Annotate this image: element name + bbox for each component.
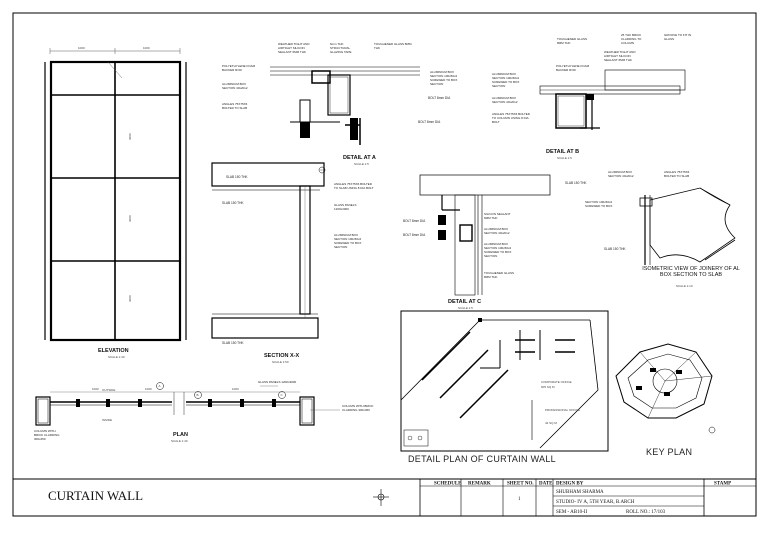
plan-glass-label: GLASS PANELS 1200x3000 [258,380,297,384]
detail-c-alum2-label: ALUMINIUM BOX SECTION 100x50x2 SCREWED T… [484,242,512,258]
detail-b-brick-label: 25 THK BRICK CLADDING TO COLUMN [621,33,642,45]
plan-marker-b: B [197,393,199,397]
elevation-dim-side-1: 3000 [128,133,132,140]
tb-stamp: STAMP [714,482,731,487]
detail-b-toughened-label: TOUGHENED GLASS 8MM THK [557,37,587,45]
iso-slab: SLAB 150 THK [604,247,626,251]
tb-roll: ROLL NO.: 17/103 [626,510,666,515]
plan-column-left-label: COLUMN WITH BRICK CLADDING 300x450 [34,429,60,441]
plan-scale: SCALE 1:40 [171,439,188,443]
title-block [13,478,756,516]
detail-b-scale: SCALE 1:5 [557,156,572,160]
section-slab-mid: SLAB 150 THK [222,201,244,205]
detail-b-angles-label: ANGLES 75X75X6 BOLTED TO COLUMN USING 8 … [492,112,530,124]
detail-c-silicon-label: SILICON SEALANT 6MM THK [484,212,511,220]
tb-sheet-no: 1 [518,497,521,502]
detail-a-scale: SCALE 1:5 [354,162,369,166]
section-glass-label: GLASS PANELS 1200x3000 [334,203,357,211]
section-slab-top: SLAB 150 THK [226,175,248,179]
detail-c-title: DETAIL AT C [448,299,481,305]
section-angles-label: ANGLES 75X75X6 BOLTED TO SLAB USING 8 DI… [334,182,374,190]
detail-b-alum2-label: ALUMINIUM BOX SECTION 40x20x2 [492,96,518,104]
detail-b-title: DETAIL AT B [546,149,579,155]
section-alum-label: ALUMINIUM BOX SECTION 100x50x2 SCREWED T… [334,233,362,249]
plan-dim-2: 1000 [145,387,152,391]
detail-plan-professional-area: 42 SQ M [545,421,557,425]
tb-student: SHUBHAM SHARMA [556,490,604,495]
tb-studio: STUDIO- IV A, 5TH YEAR, B.ARCH [556,500,635,505]
elevation-title: ELEVATION [98,348,129,354]
section-title: SECTION X-X [264,353,299,359]
detail-c-slab: SLAB 150 THK [565,181,587,185]
plan-drawing: 1000 1000 1000 A B C [35,382,340,426]
detail-a-drawing [270,66,420,145]
elevation-scale: SCALE 1:40 [108,355,125,359]
key-plan-drawing [615,343,716,434]
plan-marker-a: A [159,384,161,388]
iso-section-label: SECTION 100x50x2 SCREWED TO BOX [585,200,613,208]
detail-a-bolt2: BOLT 8mm DIA [418,120,441,124]
section-scale: SCALE 1:50 [272,360,289,364]
plan-marker-c: C [281,393,284,397]
tb-header-remark: REMARK [468,482,491,487]
iso-scale: SCALE 1:10 [676,284,693,288]
detail-a-weather-label: WEATHER TIGHT AND AIRTIGHT SILICON SEALA… [278,42,310,54]
plan-title: PLAN [173,432,188,438]
isometric-drawing [639,187,736,265]
detail-a-alum-right-label: ALUMINIUM BOX SECTION 100x50x2 SCREWED T… [430,70,458,86]
detail-c-toughened-label: TOUGHENED GLASS 8MM THK [484,271,514,279]
plan-column-right-label: COLUMN WITH BRICK CLADDING 300x450 [342,404,374,412]
detail-plan-professional: PROFESSIONAL OFFICE [545,408,580,412]
detail-b-drawing [539,69,686,130]
detail-plan-corporate: CORPORATE OFFICE [541,380,572,384]
elevation-dim-side-3: 3000 [128,295,132,302]
plan-inside-label: INSIDE [102,418,112,422]
key-plan-title: KEY PLAN [646,447,692,457]
plan-outside-label: OUTSIDE [102,388,115,392]
detail-a-title: DETAIL AT A [343,155,376,161]
detail-b-groove-label: GROOVE TO FIT IN GLASS [664,33,692,41]
detail-plan-drawing [400,310,609,452]
detail-plan-corporate-area: 605 SQ M [541,385,555,389]
iso-title: ISOMETRIC VIEW OF JOINERY OF AL BOX SECT… [642,266,740,278]
detail-b-alum1-label: ALUMINIUM BOX SECTION 100x50x2 SCREWED T… [492,72,520,88]
plan-dim-3: 1000 [232,387,239,391]
iso-alum-label: ALUMINIUM BOX SECTION 40x20x2 [608,170,634,178]
tb-header-date: DATE [539,482,553,487]
section-marker: C [321,168,324,172]
elevation-drawing: 1000 1000 3000 3000 3000 [44,46,187,342]
detail-b-poly-label: POLYETHYLENE FOAM BACKER ROD [556,64,590,72]
detail-c-bolt2: BOLT 8mm DIA [403,233,426,237]
elevation-dim-top-2: 1000 [143,46,150,50]
sheet-border [12,12,757,517]
detail-c-scale: SCALE 1:5 [458,306,473,310]
detail-c-bolt1: BOLT 8mm DIA [403,219,426,223]
elevation-dim-top-1: 1000 [78,46,85,50]
detail-a-tape-label: 6mm THK STRUCTURAL GLAZING TAPE [330,42,352,54]
iso-angles-label: ANGLES 75X75X6 BOLTED TO SLAB [664,170,690,178]
section-drawing: C [211,162,326,339]
detail-a-poly-label: POLYETHYLENE FOAM BACKER ROD [222,64,256,72]
section-slab-bottom: SLAB 150 THK [222,341,244,345]
detail-c-drawing [419,174,551,296]
tb-year: SEM - AB10-II [556,510,587,515]
sheet-title: CURTAIN WALL [48,488,143,503]
detail-a-alum-left-label: ALUMINIUM BOX SECTION 40x20x2 [222,82,248,90]
detail-b-weather-label: WEATHER TIGHT AND AIRTIGHT SILICON SEALA… [604,50,636,62]
detail-plan-title: DETAIL PLAN OF CURTAIN WALL [408,454,556,464]
tb-header-sheet: SHEET NO. [507,482,534,487]
detail-a-bolt1: BOLT 8mm DIA [428,96,451,100]
tb-header-design: DESIGN BY [556,482,584,487]
detail-a-toughened-label: TOUGHENED GLASS 8MM THK [374,42,412,50]
elevation-dim-side-2: 3000 [128,215,132,222]
plan-dim-1: 1000 [92,387,99,391]
tb-header-schedule: SCHEDULE [434,482,462,487]
detail-a-angles-label: ANGLES 75X75X6 BOLTED TO SLAB [222,102,248,110]
detail-c-alum1-label: ALUMINIUM BOX SECTION 40x20x2 [484,227,510,235]
